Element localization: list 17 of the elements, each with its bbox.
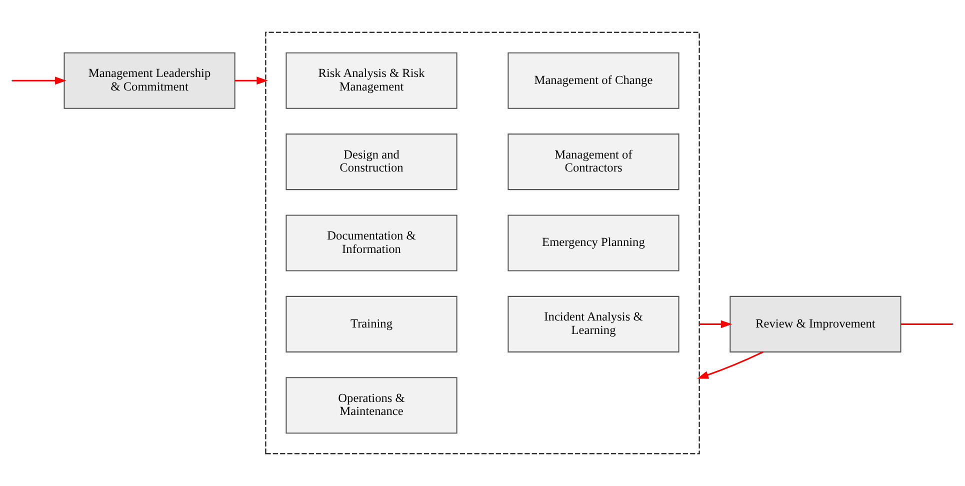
arrow bbox=[234, 76, 268, 85]
node-box: Management Leadership & Commitment bbox=[64, 52, 236, 109]
node-box: Operations & Maintenance bbox=[286, 377, 458, 434]
connector bbox=[900, 323, 952, 325]
node-box: Emergency Planning bbox=[508, 214, 680, 272]
node-box: Risk Analysis & Risk Management bbox=[286, 52, 458, 109]
node-box: Incident Analysis & Learning bbox=[508, 296, 680, 352]
node-box: Management of Change bbox=[508, 52, 680, 109]
arrow bbox=[12, 76, 66, 85]
node-box: Review & Improvement bbox=[730, 296, 902, 352]
node-box: Training bbox=[286, 296, 458, 352]
node-box: Design and Construction bbox=[286, 134, 458, 190]
arrow bbox=[699, 320, 732, 328]
node-box: Documentation & Information bbox=[286, 214, 458, 272]
arrow bbox=[697, 351, 764, 379]
node-box: Management of Contractors bbox=[508, 134, 680, 190]
cluster bbox=[265, 32, 700, 454]
